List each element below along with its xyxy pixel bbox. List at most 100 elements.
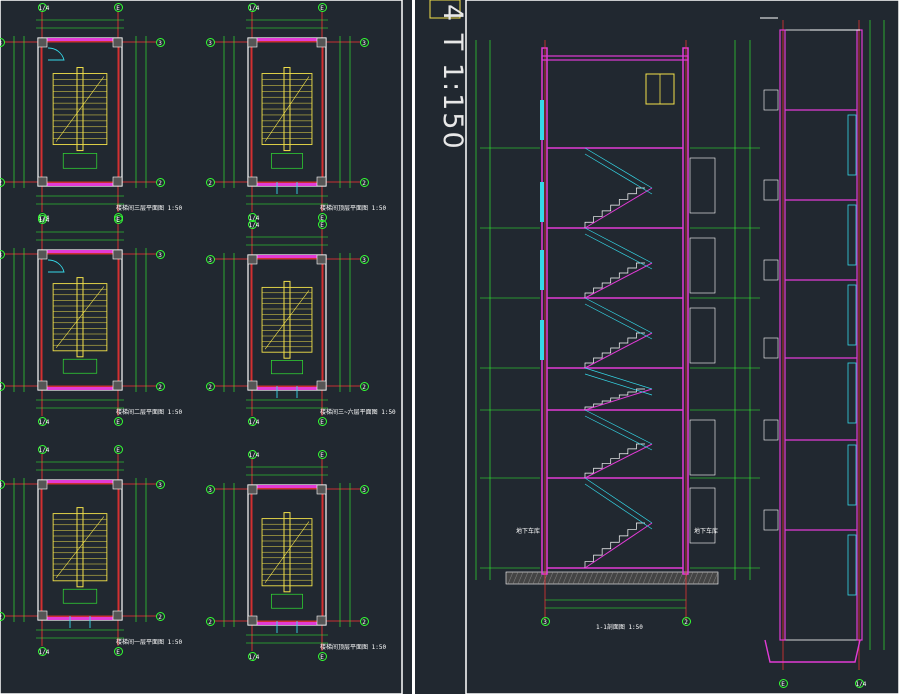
door-swing (276, 182, 298, 194)
column (112, 37, 123, 48)
grid-bubble-top: 1/4 (247, 2, 260, 12)
break-line (264, 290, 310, 350)
elev-grid-bubble: E (778, 678, 788, 688)
door-swing (276, 386, 298, 398)
hatch-line (572, 571, 579, 585)
column (247, 615, 258, 626)
hatch-line (597, 571, 604, 585)
hatch-line (582, 571, 589, 585)
column (316, 37, 327, 48)
grid-bubble-bottom: E (317, 416, 327, 426)
column (316, 615, 327, 626)
stair-plan-3 (4, 224, 156, 416)
adjacent-room (689, 487, 716, 544)
hatch-line (677, 571, 684, 585)
wall-outline (247, 37, 327, 187)
grid-bubble-bottom: 1/4 (37, 646, 50, 656)
grid-bubble-left: 2 (0, 611, 5, 621)
hatch-line (587, 571, 594, 585)
shaft-vent (847, 534, 857, 596)
shaft-wall (779, 29, 786, 641)
hatch-line (532, 571, 539, 585)
plan-caption: 楼梯间顶层平面图 1:50 (320, 205, 387, 212)
break-line (55, 286, 105, 348)
grid-bubble-left: 2 (205, 616, 215, 626)
column (247, 176, 258, 187)
stair-handrail-section (584, 303, 653, 340)
stair-slab (584, 262, 653, 299)
grid-bubble-bottom: 1/4 (37, 416, 50, 426)
grid-bubble-bottom: E (113, 646, 123, 656)
grid-bubble-top: E (113, 214, 123, 224)
column (316, 254, 327, 265)
section-window (540, 100, 544, 140)
hatch-line (602, 571, 609, 585)
grid-bubble-top: E (113, 2, 123, 12)
grid-bubble-right: 2 (155, 381, 165, 391)
grid-bubble-right: 2 (359, 616, 369, 626)
roof-slab (541, 55, 689, 61)
elevator-pit (764, 639, 861, 663)
break-line (55, 76, 105, 142)
elevator-door (763, 179, 779, 201)
grid-bubble-right: 2 (155, 611, 165, 621)
grid-bubble-right: 2 (155, 177, 165, 187)
column (247, 380, 258, 391)
stair-handrail-section (584, 227, 653, 264)
grid-bubble-left: 3 (0, 479, 5, 489)
grid-bubble-top: 1/4 (247, 219, 260, 229)
stair-flight-section (584, 332, 645, 368)
stair-plan-6 (214, 459, 360, 651)
landing-mark (62, 358, 98, 374)
stair-plan-1 (4, 12, 156, 212)
right-sheet-frame (465, 0, 899, 694)
adjacent-room (689, 237, 716, 294)
grid-bubble-top: 1/4 (37, 214, 50, 224)
column (37, 380, 48, 391)
grid-bubble-top: E (113, 444, 123, 454)
plan-caption: 楼梯间二层平面图 1:50 (116, 409, 183, 416)
grid-bubble-right: 3 (155, 479, 165, 489)
elevator-door (763, 259, 779, 281)
column (112, 176, 123, 187)
shaft-vent (847, 204, 857, 266)
grid-bubble-bottom: E (113, 416, 123, 426)
hatch-line (667, 571, 674, 585)
plan-caption: 楼梯间一层平面图 1:50 (116, 639, 183, 646)
left-sheet-frame (0, 0, 403, 694)
hatch-line (637, 571, 644, 585)
grid-bubble-left: 2 (205, 381, 215, 391)
grid-bubble-top: 1/4 (37, 444, 50, 454)
column (247, 484, 258, 495)
grid-bubble-right: 2 (359, 381, 369, 391)
grid-bubble-right: 3 (359, 254, 369, 264)
sheet-divider (412, 0, 415, 694)
grid-bubble-right: 3 (359, 484, 369, 494)
elev-grid-bubble: 1/4 (854, 678, 867, 688)
hatch-line (517, 571, 524, 585)
hatch-line (652, 571, 659, 585)
hatch-line (522, 571, 529, 585)
grid-bubble-left: 2 (0, 177, 5, 187)
column (37, 610, 48, 621)
shaft-vent (847, 284, 857, 346)
wall-outline (37, 249, 123, 391)
break-line (264, 76, 310, 142)
grid-bubble-bottom: 1/4 (247, 651, 260, 661)
grid-bubble-bottom: E (317, 651, 327, 661)
section-grid-bubble: 3 (540, 616, 550, 626)
column (316, 484, 327, 495)
title-tag-box (429, 0, 461, 19)
door-swing (47, 47, 65, 61)
grid-bubble-top: E (317, 449, 327, 459)
hatch-line (657, 571, 664, 585)
grid-bubble-left: 3 (205, 37, 215, 47)
landing-mark (271, 593, 303, 609)
hatch-line (707, 571, 714, 585)
hatch-line (547, 571, 554, 585)
shaft-vent (847, 362, 857, 424)
adjacent-room (689, 419, 716, 476)
shaft-wall (856, 29, 863, 641)
